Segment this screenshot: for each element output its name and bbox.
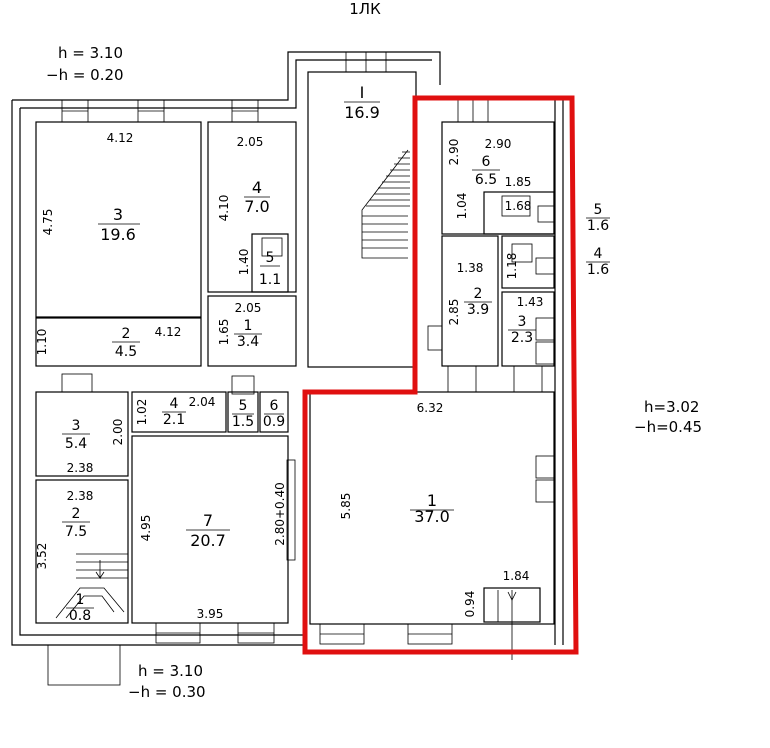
room5-small-number: 5 (266, 250, 275, 266)
room4-right-number: 4 (594, 246, 603, 262)
room1-bl-area: 0.8 (69, 608, 91, 624)
room1-small-number: 1 (244, 318, 253, 334)
room2-strip-width: 4.12 (155, 325, 182, 339)
room2-strip-area: 4.5 (115, 344, 137, 360)
room-stair-area: 16.9 (344, 103, 380, 122)
room4-mid-width: 2.04 (189, 395, 216, 409)
level-bottom-minus-h: −h = 0.30 (128, 683, 206, 701)
room7-width: 3.95 (197, 607, 224, 621)
room6-dim-1: 1.85 (505, 175, 532, 189)
sheet-title: 1ЛК (349, 0, 381, 18)
room7-height: 4.95 (139, 515, 153, 542)
room4-mid-area: 2.1 (163, 412, 185, 428)
fixtures (55, 195, 555, 660)
room6-dim-2: 1.04 (455, 193, 469, 220)
room6-height: 2.90 (447, 139, 461, 166)
room5-small-area: 1.1 (259, 272, 281, 288)
room4-top-width: 2.05 (237, 135, 264, 149)
room2-right-height: 2.85 (447, 299, 461, 326)
room3-top-area: 19.6 (100, 225, 136, 244)
room1-big-height: 5.85 (339, 493, 353, 520)
level-right-h: h=3.02 (644, 398, 699, 416)
room6-mid-area: 0.9 (263, 414, 285, 430)
level-right-minus-h: −h=0.45 (634, 418, 702, 436)
room4-top-area: 7.0 (244, 197, 269, 216)
level-top-left-minus-h: −h = 0.20 (46, 66, 124, 84)
room3-right-number: 3 (518, 314, 527, 330)
room7-area: 20.7 (190, 531, 226, 550)
room3-bl-area: 5.4 (65, 436, 87, 452)
room2-right-area: 3.9 (467, 302, 489, 318)
room4-mid-number: 4 (170, 396, 179, 412)
room6-number: 6 (482, 154, 491, 170)
room7-side-dim: 2.80+0.40 (273, 482, 287, 546)
room3-top-number: 3 (113, 205, 123, 224)
room2-bl-width: 2.38 (67, 489, 94, 503)
walls (11, 51, 564, 646)
room1-big-dim-2: 0.94 (463, 591, 477, 618)
room2-right-number: 2 (474, 286, 483, 302)
room5-small-height: 1.40 (237, 249, 251, 276)
room6-mid-number: 6 (270, 398, 279, 414)
room2-strip-number: 2 (122, 326, 131, 342)
room3-right-area: 2.3 (511, 330, 533, 346)
room6-dim-3: 1.68 (505, 199, 532, 213)
room1-big-dim-1: 1.84 (503, 569, 530, 583)
room5-mid-number: 5 (239, 398, 248, 414)
room6-width: 2.90 (485, 137, 512, 151)
room4-top-height: 4.10 (217, 195, 231, 222)
room1-small-area: 3.4 (237, 334, 259, 350)
room2-right-dim-1: 1.18 (505, 253, 519, 280)
room3-top-width: 4.12 (107, 131, 134, 145)
room4-right-area: 1.6 (587, 262, 609, 278)
room2-bl-height: 3.52 (35, 543, 49, 570)
room1-small-height: 1.65 (217, 319, 231, 346)
room6-area: 6.5 (475, 172, 497, 188)
room3-bl-height: 2.00 (111, 419, 125, 446)
room1-big-number: 1 (427, 491, 437, 510)
room1-big-area: 37.0 (414, 507, 450, 526)
room1-bl-number: 1 (76, 592, 85, 608)
room2-bl-area: 7.5 (65, 524, 87, 540)
room3-bl-number: 3 (72, 418, 81, 434)
level-top-left-h: h = 3.10 (58, 44, 123, 62)
room2-bl-number: 2 (72, 506, 81, 522)
room5-right-number: 5 (594, 202, 603, 218)
windows (47, 51, 543, 686)
room1-small-width: 2.05 (235, 301, 262, 315)
room5-right-area: 1.6 (587, 218, 609, 234)
level-bottom-h: h = 3.10 (138, 662, 203, 680)
room3-top-height: 4.75 (41, 209, 55, 236)
highlight-outline (302, 95, 579, 655)
room1-big-width: 6.32 (417, 401, 444, 415)
room3-right-width: 1.43 (517, 295, 544, 309)
room2-strip-height: 1.10 (35, 329, 49, 356)
room4-mid-height: 1.02 (135, 399, 149, 426)
room3-bl-width: 2.38 (67, 461, 94, 475)
room2-right-width: 1.38 (457, 261, 484, 275)
room4-top-number: 4 (252, 178, 262, 197)
room7-number: 7 (203, 511, 213, 530)
room5-mid-area: 1.5 (232, 414, 254, 430)
room-stair-number: I (360, 83, 365, 102)
